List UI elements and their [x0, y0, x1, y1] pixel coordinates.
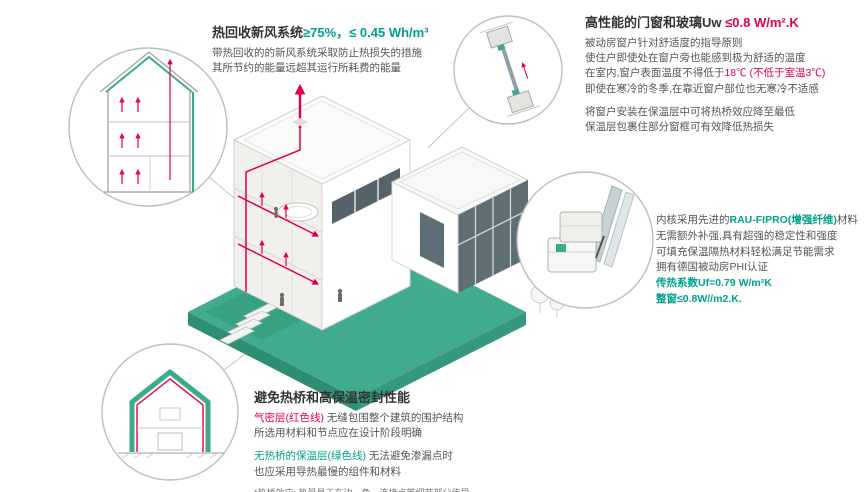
callout-insulation-section — [101, 343, 239, 481]
thermal-body-line: 所选用材料和节点应在设计阶段明确 — [254, 427, 422, 440]
windows-title-value: ≤0.8 W/m².K — [725, 15, 799, 30]
ventilation-section-illustration — [99, 51, 199, 193]
windows-title: 高性能的门窗和玻璃Uw — [585, 15, 726, 30]
frame-material-name: RAU-FIPRO(增强纤维) — [729, 214, 837, 226]
frame-body-line: 内核采用先进的RAU-FIPRO(增强纤维)材料 — [656, 213, 865, 229]
thermal-body-line: 也应采用导热最慢的组件和材料 — [254, 465, 401, 478]
windows-body-segment: 在室内,窗户表面温度不得低于 — [585, 67, 725, 80]
thermal-body-line: 气密层(红色线) 无缝包围整个建筑的围护结构 — [254, 411, 564, 426]
windows-body-line: 被动房窗户针对舒适度的指导原则 — [585, 37, 743, 49]
insulated-house-section-illustration — [118, 369, 224, 459]
frame-body-segment: 材料 — [836, 214, 858, 226]
windows-body-line: 即使在寒冷的冬季,在靠近窗户部位也无寒冷不适感 — [585, 82, 819, 95]
airtight-layer-label: 气密层(红色线) — [254, 412, 324, 424]
windows-body-segment-red: 18℃ (不低于室温3℃) — [724, 67, 826, 80]
thermal-body-segment: 无法避免渗漏点时 — [366, 450, 453, 463]
window-frame-profile-illustration — [547, 185, 635, 273]
window-corner-detail-illustration — [479, 21, 540, 117]
thermal-footnote: *热桥效应: 热量易于在边、角、连接点等细节部分传导 — [254, 487, 564, 492]
frame-body-line: 拥有德国被动房PHI认证 — [656, 261, 769, 274]
annotation-frame-material: 内核采用先进的RAU-FIPRO(增强纤维)材料 无需额外补强,具有超强的稳定性… — [656, 213, 865, 308]
hrv-title-value: ≥75%，≤ 0.45 Wh/m³ — [303, 25, 429, 40]
hrv-title: 热回收新风系统 — [212, 25, 304, 40]
hrv-body-line: 带热回收的的新风系统采取防止热损失的措施 — [212, 47, 422, 59]
windows-body-line: 使住户即使处在窗户旁也能感到极为舒适的温度 — [585, 52, 806, 65]
isometric-cutaway-house — [232, 95, 530, 331]
callout-window-profile — [516, 171, 654, 309]
frame-body-line: 可填充保温隔热材料轻松满足节能需求 — [656, 245, 835, 258]
garden-stairs — [219, 302, 279, 345]
annotation-thermal-bridge: 避免热桥和高保温密封性能 气密层(红色线) 无缝包围整个建筑的围护结构 所选用材… — [254, 387, 564, 492]
thermal-body-line: 无热桥的保温层(绿色线) 无法避免渗漏点时 — [254, 449, 564, 464]
thermal-body-segment: 无缝包围整个建筑的围护结构 — [324, 412, 464, 424]
hrv-body-line: 其所节约的能量远超其运行所耗费的能量 — [212, 62, 401, 75]
callout-window-detail — [453, 15, 563, 125]
callout-ventilation-section — [68, 47, 228, 207]
thermal-title: 避免热桥和高保温密封性能 — [254, 390, 411, 405]
ventilation-duct-lines — [237, 83, 320, 292]
frame-uf-value: 传热系数Uf=0.79 W/m²K — [656, 277, 772, 289]
people-figures — [274, 207, 343, 306]
frame-uw-value: 整窗≤0.8W//m2.K. — [656, 292, 742, 305]
windows-body-line: 保温层包裹住部分窗框可有效降低热损失 — [585, 121, 774, 134]
annotation-heat-recovery: 热回收新风系统≥75%，≤ 0.45 Wh/m³ 带热回收的的新风系统采取防止热… — [212, 22, 512, 76]
windows-body-line: 在室内,窗户表面温度不得低于18℃ (不低于室温3℃) — [585, 66, 863, 81]
frame-body-line: 无需额外补强,具有超强的稳定性和强度 — [656, 229, 838, 242]
windows-body-line: 将窗户安装在保温层中可将热桥效应降至最低 — [585, 105, 795, 118]
insulation-layer-label: 无热桥的保温层(绿色线) — [254, 450, 366, 463]
frame-body-segment: 内核采用先进的 — [656, 214, 730, 226]
annotation-windows: 高性能的门窗和玻璃Uw ≤0.8 W/m².K 被动房窗户针对舒适度的指导原则 … — [585, 12, 863, 135]
